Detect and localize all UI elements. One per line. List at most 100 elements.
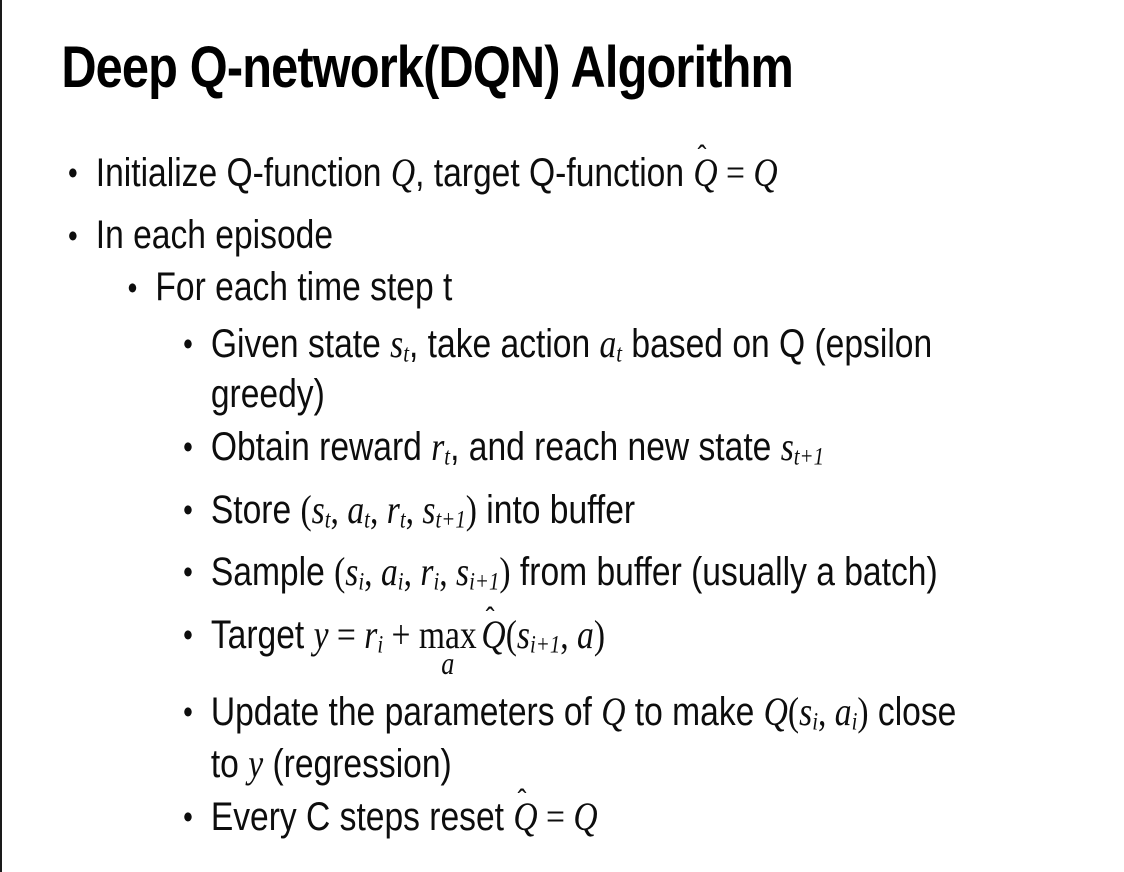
math-subscript: i xyxy=(358,568,365,596)
math-subscript: t xyxy=(616,340,623,368)
math-variable: r xyxy=(420,549,434,595)
slide-title: Deep Q-network(DQN) Algorithm xyxy=(61,35,794,100)
variable: Q xyxy=(513,793,538,839)
math-symbol: , xyxy=(330,486,348,532)
math-subscript: t xyxy=(444,443,451,471)
bullet-list: •Initialize Q-function Q, target Q-funct… xyxy=(0,139,1124,839)
math-symbol: , xyxy=(405,486,423,532)
text-run: based on Q (epsilon xyxy=(622,322,933,366)
bullet-marker: • xyxy=(183,615,193,653)
text-run: Every C steps reset xyxy=(210,794,514,839)
text-run: from buffer (usually a batch) xyxy=(510,550,938,595)
math-symbol: ( xyxy=(300,486,312,532)
text-run: For each time step t xyxy=(155,265,453,309)
math-variable: Q xyxy=(763,689,788,735)
slide-left-border xyxy=(0,0,2,872)
math-symbol: ) xyxy=(857,689,869,735)
math-variable: Q xyxy=(390,150,416,195)
math-variable: s xyxy=(390,321,404,366)
math-subscript: i xyxy=(397,568,404,596)
text-run: greedy) xyxy=(210,372,325,417)
math-variable: s xyxy=(422,486,436,532)
math-variable: s xyxy=(456,549,470,595)
bullet-item: •Initialize Q-function Q, target Q-funct… xyxy=(0,139,1082,195)
math-variable: s xyxy=(345,549,359,595)
text-run: into buffer xyxy=(476,487,636,532)
bullet-text: Update the parameters of Q to make Q(si,… xyxy=(211,691,1082,784)
max-under-variable: a xyxy=(441,646,455,682)
bullet-item: •For each time step t xyxy=(0,267,1082,308)
math-symbol: = xyxy=(717,150,754,195)
math-symbol: , xyxy=(560,611,578,657)
text-run: Initialize Q-function xyxy=(95,151,391,195)
math-variable: y xyxy=(313,611,329,657)
math-variable: s xyxy=(780,424,794,470)
math-subscript: t xyxy=(324,506,331,534)
math-symbol: ( xyxy=(787,689,800,735)
bullet-marker: • xyxy=(183,553,193,591)
bullet-text: Given state st, take action at based on … xyxy=(211,323,1082,415)
math-variable: y xyxy=(248,740,264,786)
math-subscript: t xyxy=(399,506,406,534)
bullet-text: Obtain reward rt, and reach new state st… xyxy=(211,426,1082,477)
hat-accent: ˆ xyxy=(697,139,707,176)
text-run: In each episode xyxy=(95,213,334,257)
math-variable: a xyxy=(347,486,365,532)
math-symbol: ( xyxy=(505,611,517,657)
math-symbol: ) xyxy=(593,611,606,657)
math-subscript: i xyxy=(377,631,384,659)
math-variable: s xyxy=(311,486,325,532)
bullet-text: For each time step t xyxy=(155,267,1082,308)
math-subscript: i+1 xyxy=(469,568,500,596)
bullet-text: Store (st, at, rt, st+1) into buffer xyxy=(211,489,1082,540)
bullet-item: • Obtain reward rt, and reach new state s… xyxy=(0,426,1082,477)
math-variable: s xyxy=(799,689,813,735)
math-symbol: , xyxy=(364,549,381,595)
text-run: Obtain reward xyxy=(210,425,432,470)
math-subscript: i xyxy=(851,708,858,736)
math-variable: a xyxy=(599,321,617,366)
math-variable: Q xyxy=(601,689,626,735)
bullet-item: •Update the parameters of Q to make Q(si… xyxy=(0,691,1082,784)
math-subscript: i+1 xyxy=(529,631,561,659)
text-run: , and reach new state xyxy=(450,425,781,470)
hat-accent: ˆ xyxy=(485,601,495,638)
math-symbol: = xyxy=(328,611,365,657)
math-symbol: ( xyxy=(334,549,346,595)
math-symbol: , xyxy=(818,689,835,735)
math-subscript: t+1 xyxy=(435,506,466,534)
hat-accent: ˆ xyxy=(517,783,527,819)
math-symbol: = xyxy=(537,793,574,839)
text-run: Target xyxy=(210,612,314,657)
math-variable: s xyxy=(516,611,530,657)
text-run: Store xyxy=(210,487,301,532)
variable: Q xyxy=(693,150,718,195)
math-symbol: ) xyxy=(499,549,511,595)
bullet-marker: • xyxy=(68,154,78,191)
variable: Q xyxy=(481,611,506,657)
text-run: to xyxy=(210,741,249,786)
bullet-marker: • xyxy=(183,797,193,835)
math-subscript: t+1 xyxy=(793,443,825,471)
math-variable: a xyxy=(834,689,852,735)
bullet-marker: • xyxy=(68,217,78,254)
math-subscript: t xyxy=(364,506,370,534)
bullet-marker: • xyxy=(183,428,193,466)
text-run: to make xyxy=(625,690,764,735)
math-symbol: + xyxy=(383,611,419,657)
math-variable: r xyxy=(431,424,445,470)
math-subscript: i xyxy=(433,568,440,596)
math-variable: a xyxy=(380,549,398,595)
max-label: max xyxy=(418,611,477,657)
math-variable: Q xyxy=(753,150,778,195)
bullet-marker: • xyxy=(183,693,193,731)
